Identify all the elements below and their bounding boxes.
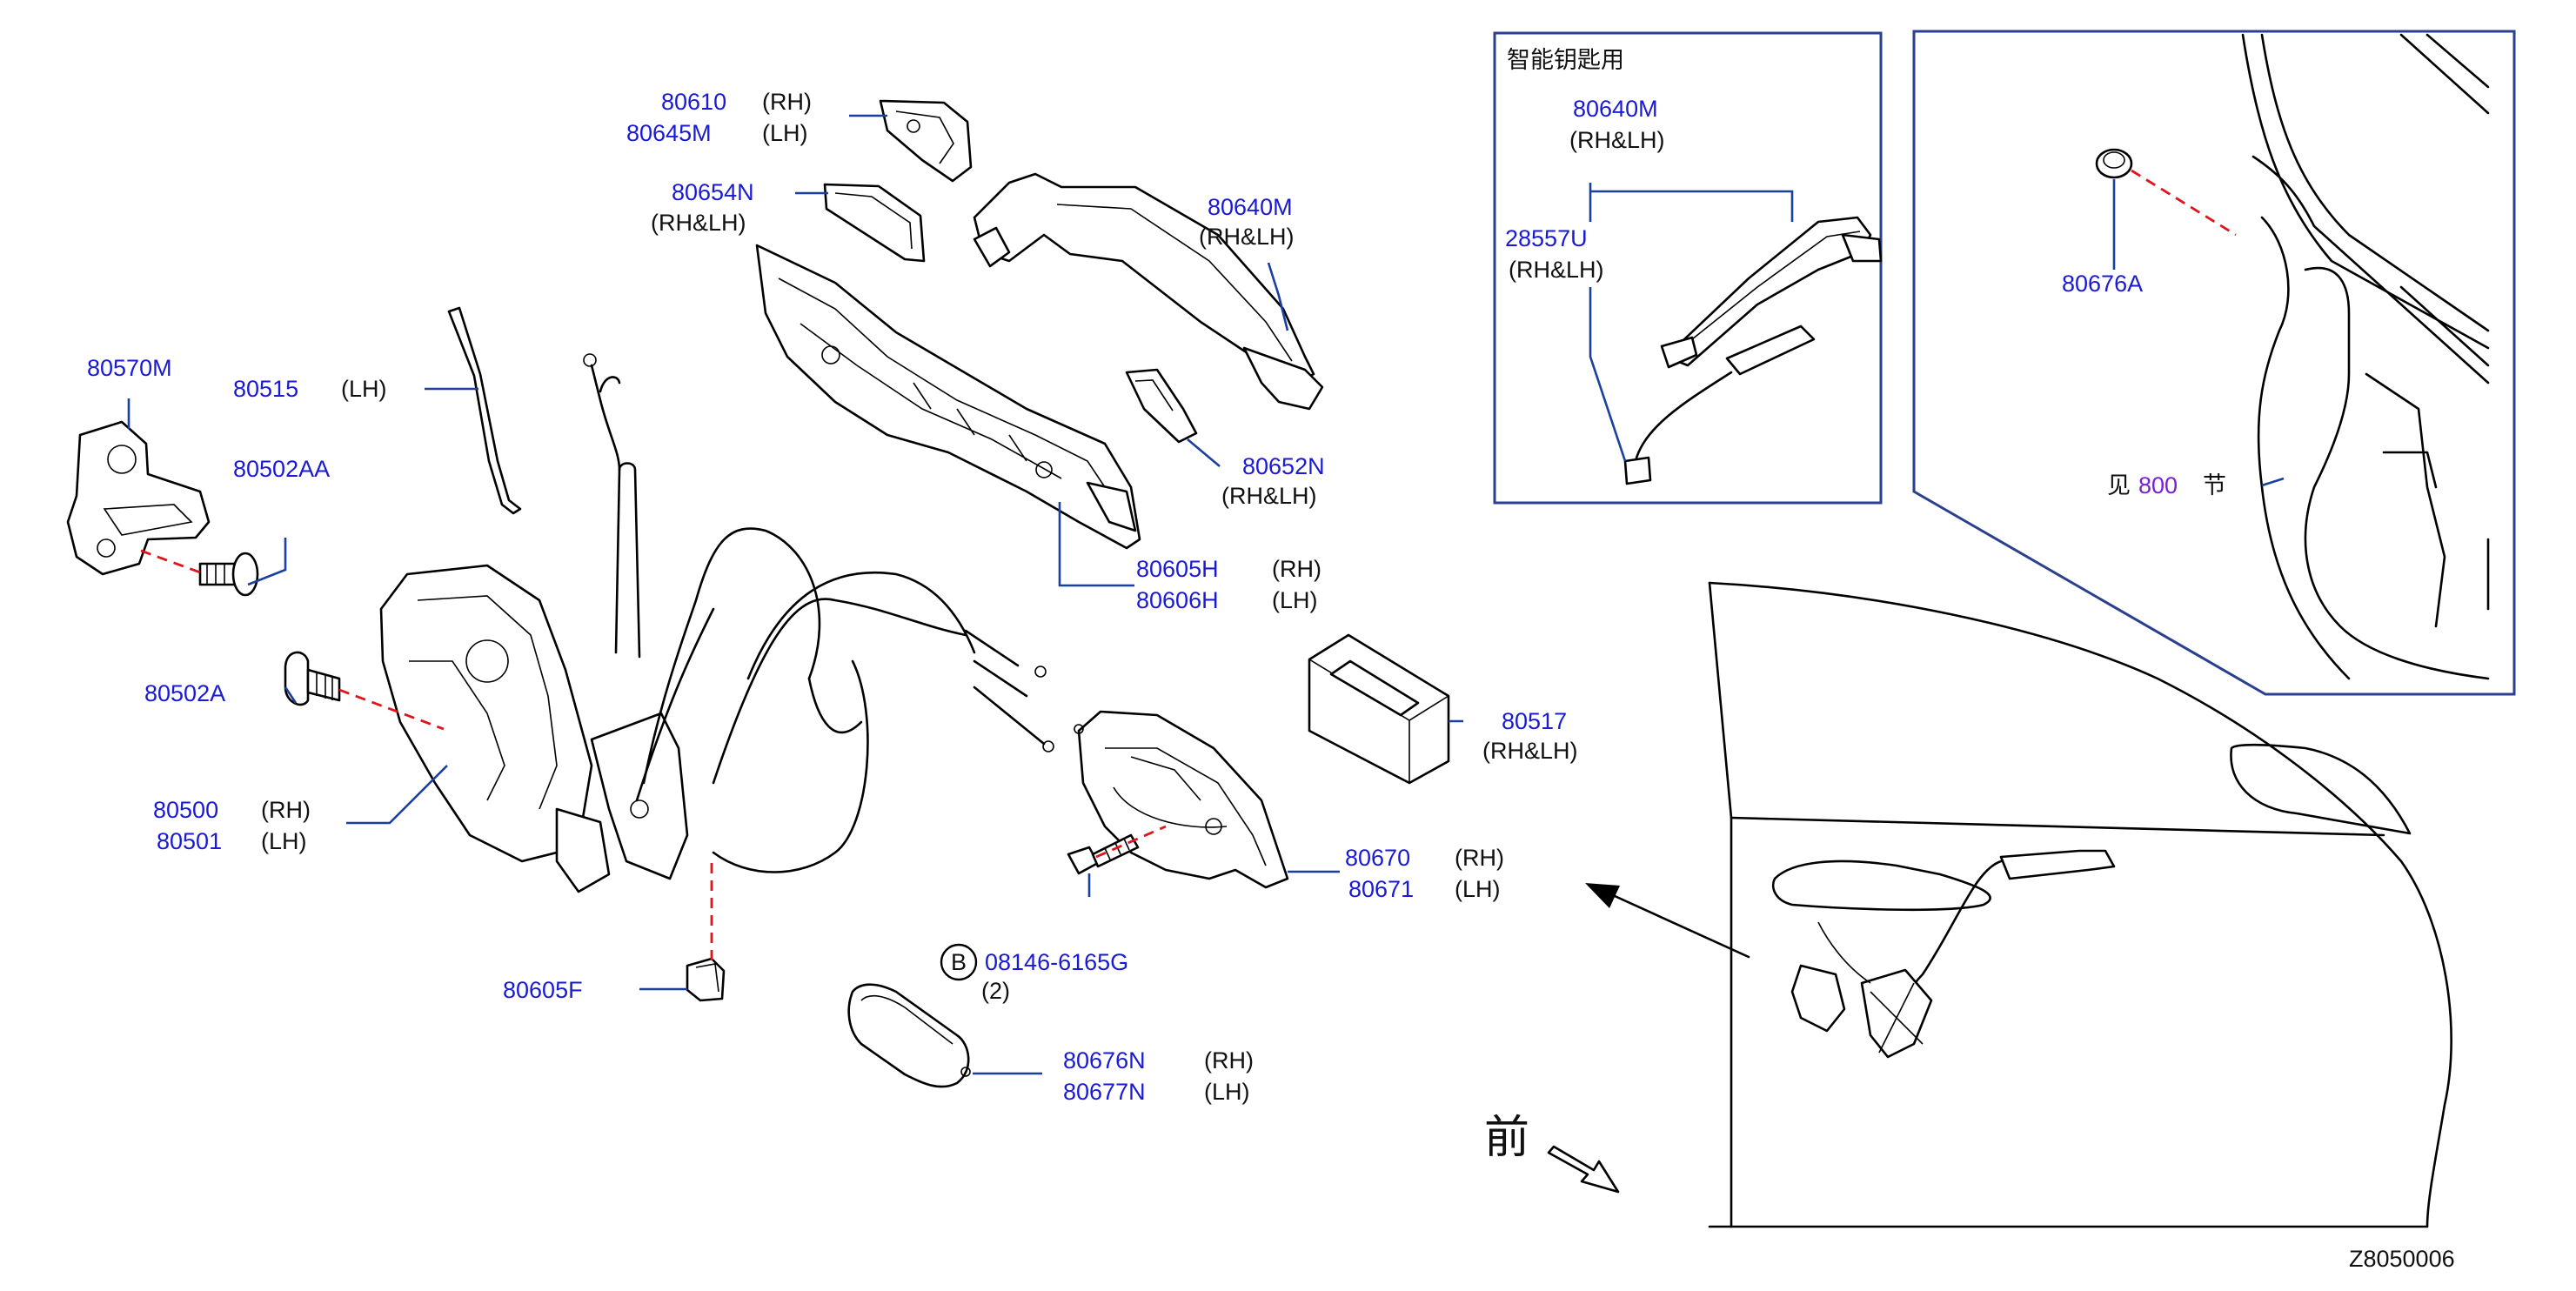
- part-80670-qualifier: (RH): [1455, 845, 1504, 871]
- clip-80605f-drawing: [686, 957, 726, 1002]
- door-inset-part-80676a[interactable]: 80676A: [2062, 271, 2143, 297]
- bolt-08146-drawing: [1067, 833, 1140, 875]
- front-direction-arrow-icon: [1547, 1145, 1620, 1194]
- part-80502a[interactable]: 80502A: [144, 680, 225, 706]
- part-80654n-qualifier: (RH&LH): [651, 210, 746, 236]
- door-inset-drawing: [2095, 33, 2490, 680]
- part-08146-6165g-qualifier: (2): [981, 978, 1010, 1004]
- lock-screw-dash: [338, 688, 445, 731]
- part-80502aa[interactable]: 80502AA: [233, 456, 330, 482]
- smart-key-handle-drawing: [1623, 216, 1883, 485]
- part-80501-qualifier: (LH): [261, 828, 307, 854]
- part-80676n-qualifier: (RH): [1204, 1047, 1254, 1074]
- smart-key-part-80640m-qualifier: (RH&LH): [1569, 127, 1665, 153]
- part-80654n[interactable]: 80654N: [672, 179, 754, 205]
- part-80606h[interactable]: 80606H: [1136, 587, 1219, 613]
- part-80670[interactable]: 80670: [1345, 845, 1410, 871]
- leader-lines: [127, 114, 2285, 1075]
- see-section-prefix: 见: [2107, 472, 2131, 498]
- part-80605h[interactable]: 80605H: [1136, 556, 1219, 582]
- handle-cover-80610-drawing: [879, 99, 973, 183]
- gasket-80652n-drawing: [1125, 368, 1198, 444]
- part-80640m[interactable]: 80640M: [1208, 194, 1293, 220]
- part-80645m[interactable]: 80645M: [626, 120, 712, 146]
- see-section-number[interactable]: 800: [2138, 472, 2178, 498]
- door-detail-inset-frame: [1912, 30, 2516, 696]
- handle-bolt-dash: [1095, 825, 1167, 859]
- part-80671[interactable]: 80671: [1348, 876, 1414, 902]
- handle-bracket-80605h-drawing: [755, 244, 1141, 550]
- part-80501[interactable]: 80501: [157, 828, 222, 854]
- screw-80502a-drawing: [284, 651, 341, 706]
- finisher-80676n-drawing: [847, 983, 971, 1088]
- part-80605f[interactable]: 80605F: [503, 977, 583, 1003]
- rod-80515-drawing: [447, 306, 522, 515]
- smart-key-part-80640m[interactable]: 80640M: [1573, 96, 1658, 122]
- pad-80517-drawing: [1308, 633, 1450, 785]
- part-80500[interactable]: 80500: [153, 797, 218, 823]
- part-80500-qualifier: (RH): [261, 797, 311, 823]
- circle-b-label: B: [951, 949, 967, 975]
- part-80606h-qualifier: (LH): [1272, 587, 1318, 613]
- part-80515[interactable]: 80515: [233, 376, 298, 402]
- part-80640m-qualifier: (RH&LH): [1199, 224, 1295, 250]
- door-overview-drawing: [1708, 581, 2452, 1228]
- part-80671-qualifier: (LH): [1455, 876, 1501, 902]
- part-80652n-qualifier: (RH&LH): [1221, 483, 1317, 509]
- front-label: 前: [1484, 1112, 1529, 1164]
- smart-key-inset-title: 智能钥匙用: [1507, 47, 1624, 73]
- part-80570m[interactable]: 80570M: [87, 355, 172, 381]
- part-80605h-qualifier: (RH): [1272, 556, 1321, 582]
- part-80645m-qualifier: (LH): [762, 120, 808, 146]
- door-lock-80500-drawing: [379, 353, 1054, 893]
- part-80515-qualifier: (LH): [341, 376, 387, 402]
- grommet-dash: [2131, 169, 2237, 237]
- striker-80570m-drawing: [66, 420, 211, 576]
- screw-80502aa-drawing: [198, 552, 259, 597]
- striker-screw-dash: [140, 549, 201, 574]
- smart-key-part-28557u-qualifier: (RH&LH): [1509, 257, 1604, 283]
- part-80610[interactable]: 80610: [661, 89, 726, 115]
- figure-code: Z8050006: [2349, 1246, 2455, 1272]
- outside-handle-80640m-drawing: [973, 172, 1324, 411]
- part-08146-6165g[interactable]: 08146-6165G: [985, 949, 1128, 975]
- smart-key-part-28557u[interactable]: 28557U: [1505, 225, 1588, 251]
- part-80652n[interactable]: 80652N: [1242, 453, 1325, 479]
- part-80677n-qualifier: (LH): [1204, 1079, 1250, 1105]
- smart-key-inset-frame: [1493, 31, 1883, 505]
- part-80677n[interactable]: 80677N: [1063, 1079, 1146, 1105]
- circle-b-marker: [940, 943, 978, 981]
- part-80676n[interactable]: 80676N: [1063, 1047, 1146, 1074]
- see-section-suffix: 节: [2203, 472, 2226, 498]
- pointer-arrow: [1585, 883, 1750, 959]
- part-80610-qualifier: (RH): [762, 89, 812, 115]
- part-80517-qualifier: (RH&LH): [1482, 738, 1578, 764]
- part-80517[interactable]: 80517: [1502, 708, 1567, 734]
- gasket-80654n-drawing: [823, 183, 926, 263]
